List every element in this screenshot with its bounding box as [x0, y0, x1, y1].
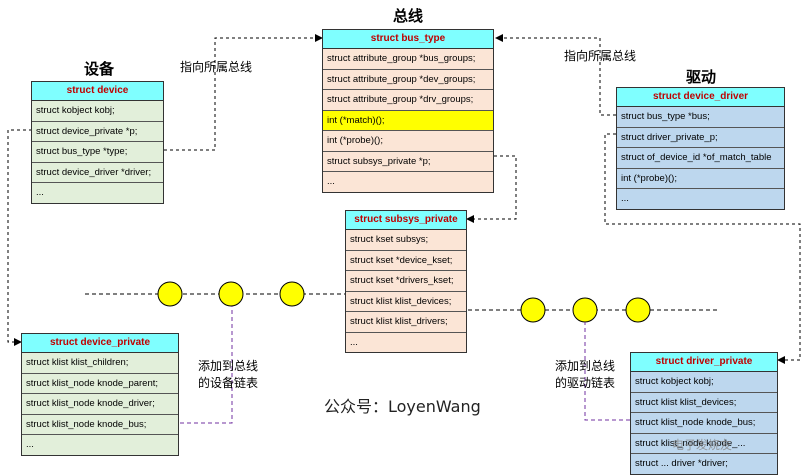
driver-list-node	[520, 297, 546, 323]
struct-subsys-private-header: struct subsys_private	[346, 211, 466, 230]
site-logo: 电子发烧友	[672, 438, 733, 452]
bus-to-subsys-connector	[466, 155, 517, 223]
struct-device: struct device struct kobject kobj; struc…	[31, 81, 164, 204]
device-knode-bus-link	[180, 306, 233, 424]
struct-field: struct klist_node knode_...	[631, 433, 777, 454]
struct-field-highlighted: int (*match)();	[323, 110, 493, 131]
driver-to-private-connector	[604, 133, 801, 364]
struct-field: struct klist_node knode_driver;	[22, 394, 178, 415]
struct-field: int (*probe)();	[617, 168, 784, 189]
struct-bus-type-header: struct bus_type	[323, 30, 493, 49]
struct-field: struct device_driver *driver;	[32, 162, 163, 183]
add-driver-note: 添加到总线 的驱动链表	[555, 358, 615, 392]
struct-field: struct driver_private_p;	[617, 127, 784, 148]
struct-field: struct attribute_group *dev_groups;	[323, 69, 493, 90]
struct-field: struct klist_node knode_bus;	[631, 413, 777, 434]
struct-field: struct klist_node knode_parent;	[22, 373, 178, 394]
driver-to-bus-connector	[495, 34, 616, 116]
struct-field: struct subsys_private *p;	[323, 151, 493, 172]
driver-to-bus-note: 指向所属总线	[564, 49, 637, 63]
device-to-private-connector	[7, 129, 32, 346]
struct-bus-type: struct bus_type struct attribute_group *…	[322, 29, 494, 193]
struct-field: struct kset subsys;	[346, 230, 466, 251]
struct-field: struct bus_type *bus;	[617, 107, 784, 128]
struct-field: struct kset *drivers_kset;	[346, 271, 466, 292]
driver-list-node	[572, 297, 598, 323]
driver-title: 驱动	[686, 68, 717, 86]
device-to-bus-connector	[164, 34, 323, 151]
struct-field: ...	[617, 189, 784, 209]
struct-field: struct device_private *p;	[32, 121, 163, 142]
struct-field: ...	[22, 435, 178, 455]
struct-driver-private: struct driver_private struct kobject kob…	[630, 352, 778, 475]
bus-title: 总线	[393, 7, 424, 25]
struct-field: struct kobject kobj;	[32, 101, 163, 122]
struct-device-private: struct device_private struct klist klist…	[21, 333, 179, 456]
struct-field: struct bus_type *type;	[32, 142, 163, 163]
struct-field: ...	[323, 172, 493, 192]
struct-device-driver-header: struct device_driver	[617, 88, 784, 107]
watermark-text: 公众号：LoyenWang	[324, 397, 481, 416]
struct-subsys-private: struct subsys_private struct kset subsys…	[345, 210, 467, 353]
struct-field: ...	[346, 332, 466, 352]
struct-field: struct klist klist_children;	[22, 353, 178, 374]
struct-field: struct klist klist_devices;	[346, 291, 466, 312]
device-to-bus-note: 指向所属总线	[180, 60, 253, 74]
struct-field: struct kset *device_kset;	[346, 250, 466, 271]
struct-field: struct kobject kobj;	[631, 372, 777, 393]
device-title: 设备	[84, 60, 115, 78]
struct-field: int (*probe)();	[323, 131, 493, 152]
device-list-node	[279, 281, 305, 307]
struct-driver-private-header: struct driver_private	[631, 353, 777, 372]
add-device-note-line: 添加到总线	[198, 359, 259, 373]
device-list-node	[157, 281, 183, 307]
struct-device-header: struct device	[32, 82, 163, 101]
struct-field: struct attribute_group *drv_groups;	[323, 90, 493, 111]
struct-field: struct ... driver *driver;	[631, 454, 777, 474]
struct-field: struct attribute_group *bus_groups;	[323, 49, 493, 70]
add-driver-note-line: 的驱动链表	[555, 376, 616, 390]
driver-knode-bus-link	[584, 322, 630, 421]
add-driver-note-line: 添加到总线	[555, 359, 616, 373]
struct-field: ...	[32, 183, 163, 203]
struct-device-private-header: struct device_private	[22, 334, 178, 353]
device-list-node	[218, 281, 244, 307]
add-device-note: 添加到总线 的设备链表	[198, 358, 258, 392]
struct-field: struct of_device_id *of_match_table	[617, 148, 784, 169]
add-device-note-line: 的设备链表	[198, 376, 259, 390]
struct-field: struct klist klist_devices;	[631, 392, 777, 413]
driver-list-node	[625, 297, 651, 323]
struct-field: struct klist klist_drivers;	[346, 312, 466, 333]
struct-field: struct klist_node knode_bus;	[22, 414, 178, 435]
struct-device-driver: struct device_driver struct bus_type *bu…	[616, 87, 785, 210]
